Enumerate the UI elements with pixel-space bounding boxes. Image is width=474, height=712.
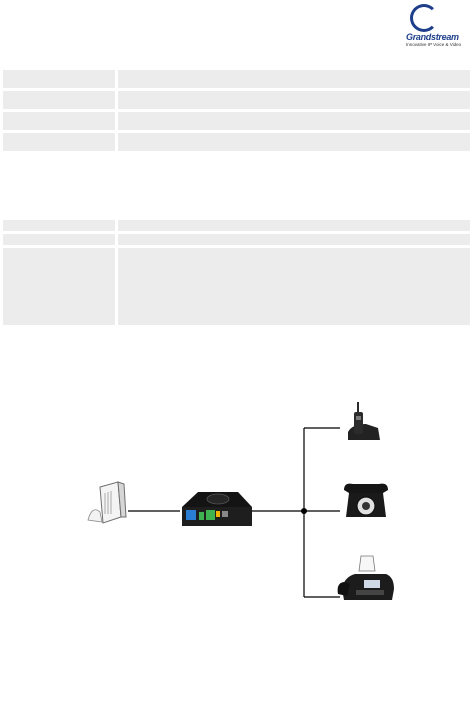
connection-diagram <box>87 402 394 600</box>
table-row <box>3 133 470 151</box>
table-cell <box>3 112 118 130</box>
spec-table-1 <box>3 67 470 154</box>
ata-device-icon <box>182 492 252 526</box>
table-cell <box>118 112 470 130</box>
table-cell <box>3 220 118 231</box>
table-row <box>3 112 470 130</box>
junction-dot <box>301 508 307 514</box>
table-row <box>3 248 470 325</box>
table-cell <box>118 91 470 109</box>
table-cell <box>118 248 470 325</box>
router-icon <box>87 481 127 524</box>
brand-tagline: Innovative IP Voice & Video <box>406 42 462 47</box>
rotary-phone-icon <box>344 483 388 517</box>
table-cell <box>118 234 470 245</box>
table-cell <box>118 70 470 88</box>
brand-name: Grandstream <box>406 32 459 42</box>
table-row <box>3 234 470 245</box>
table-cell <box>3 70 118 88</box>
cordless-phone-icon <box>348 402 380 440</box>
table-cell <box>3 234 118 245</box>
fax-machine-icon <box>337 555 394 600</box>
table-cell <box>118 220 470 231</box>
grandstream-logo: Grandstream Innovative IP Voice & Video <box>406 4 468 48</box>
table-cell <box>3 248 118 325</box>
table-cell <box>118 133 470 151</box>
table-row <box>3 70 470 88</box>
table-row <box>3 220 470 231</box>
table-cell <box>3 133 118 151</box>
spec-table-2 <box>3 217 470 328</box>
table-row <box>3 91 470 109</box>
table-cell <box>3 91 118 109</box>
grandstream-logo-icon <box>410 4 438 32</box>
